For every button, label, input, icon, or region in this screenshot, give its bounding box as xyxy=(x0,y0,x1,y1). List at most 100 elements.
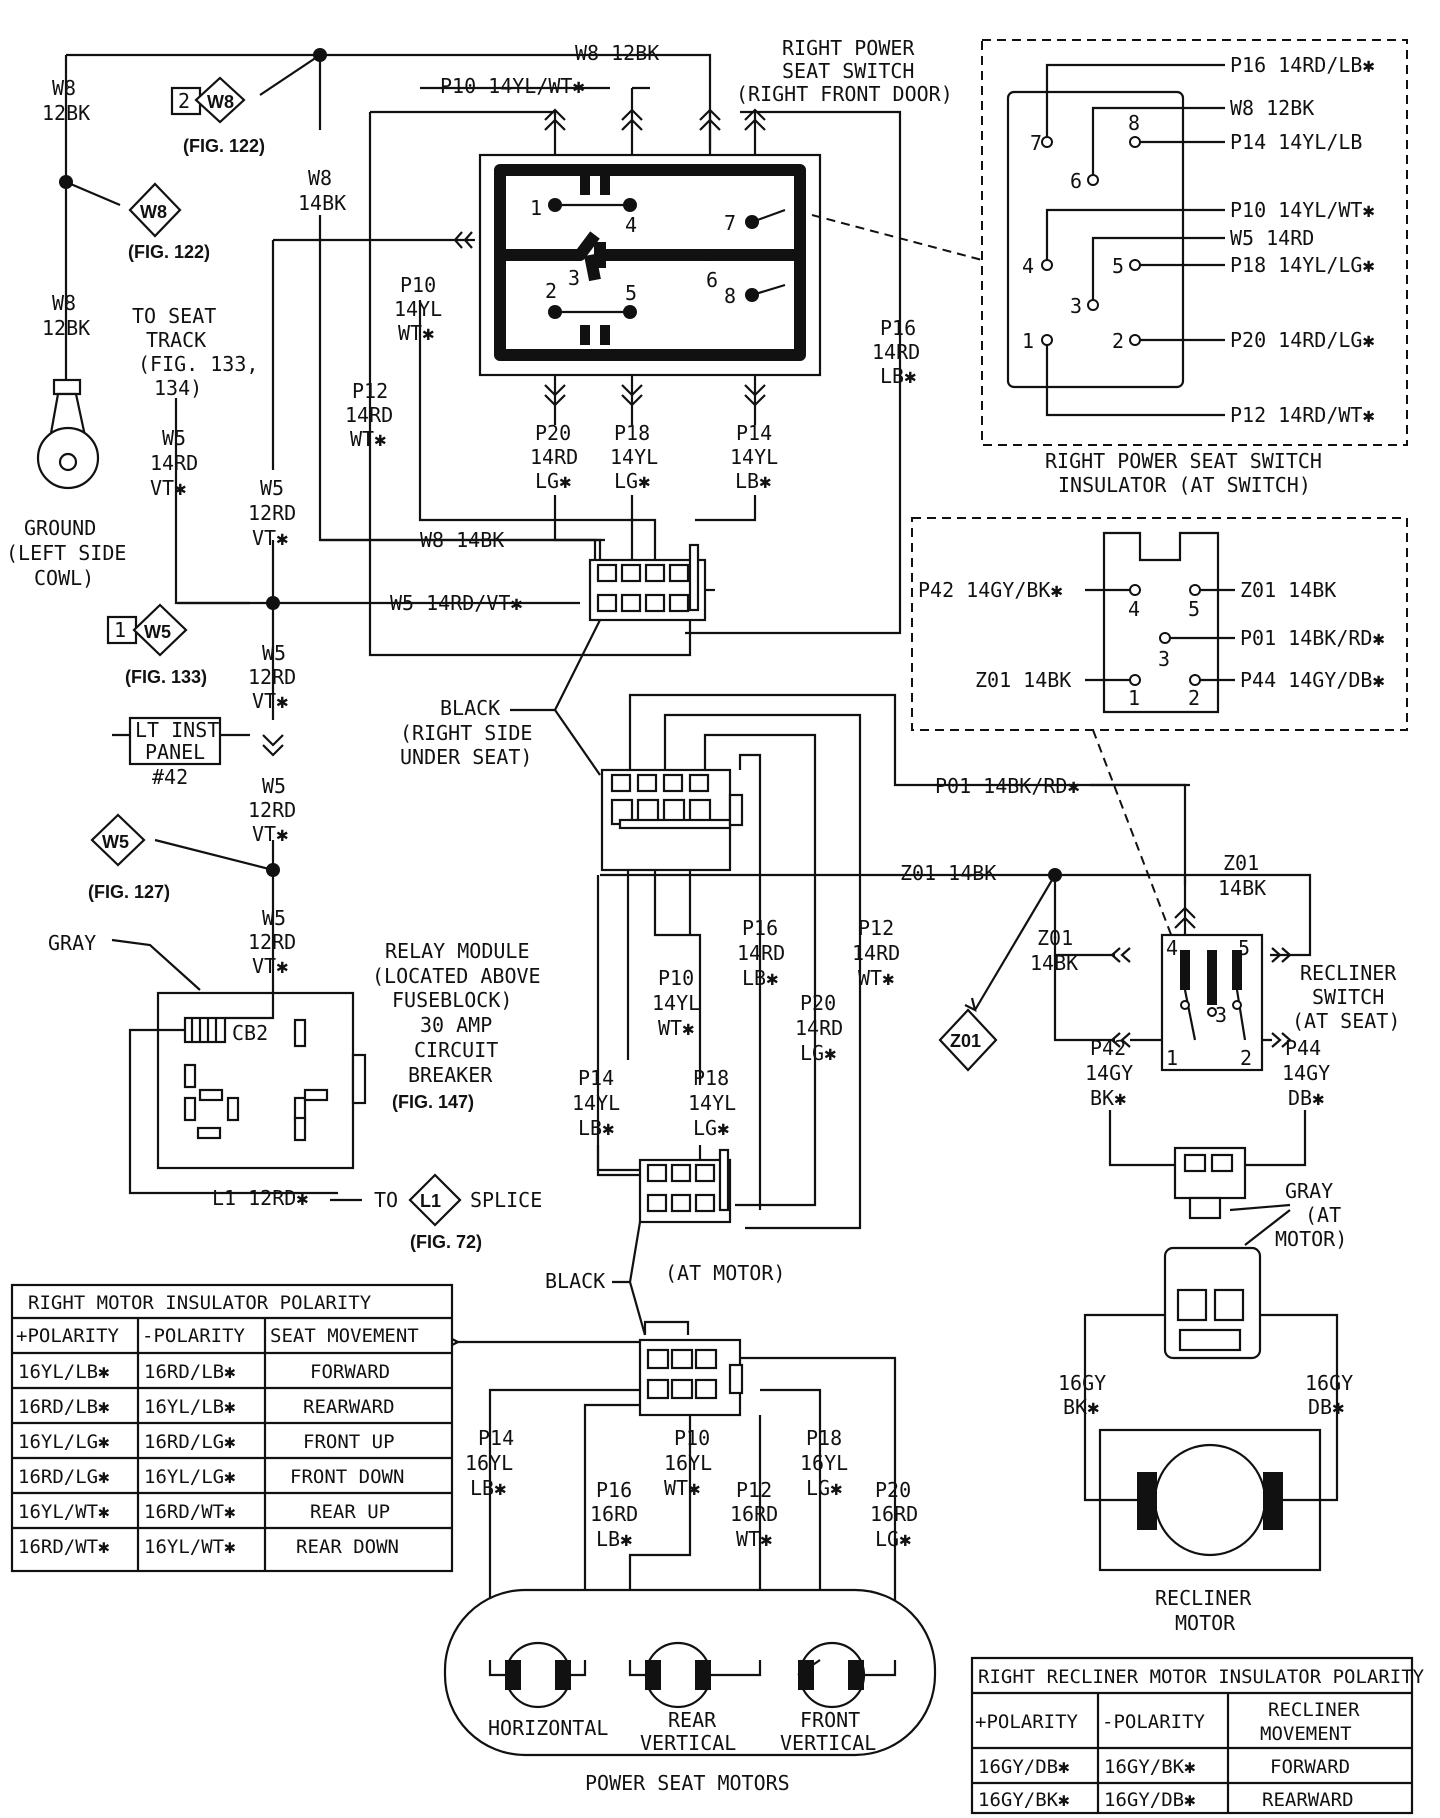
wire-label: 16YL xyxy=(800,1451,848,1475)
wire-label: P14 xyxy=(578,1066,614,1090)
wire-label: P18 xyxy=(614,421,650,445)
wire-label: P42 xyxy=(1090,1036,1126,1060)
table-cell: FORWARD xyxy=(1270,1756,1350,1778)
wire-label: W5 14RD xyxy=(1230,226,1314,250)
table-row: 16RD/LG✱ 16YL/LG✱ FRONT DOWN xyxy=(18,1466,404,1488)
table-header: RECLINER xyxy=(1268,1699,1360,1721)
pin-number: 3 xyxy=(1215,1003,1227,1027)
pin-number: 5 xyxy=(1238,936,1250,960)
right-motor-table: RIGHT MOTOR INSULATOR POLARITY +POLARITY… xyxy=(10,1283,454,1573)
table-header: -POLARITY xyxy=(1102,1711,1206,1733)
table-cell: 16YL/LG✱ xyxy=(144,1466,236,1488)
text-line: (AT xyxy=(1305,1203,1341,1227)
pin-number: 5 xyxy=(625,281,637,305)
pin-number: 2 xyxy=(545,279,557,303)
fig-ref: (FIG. 133) xyxy=(125,667,207,687)
motor-label: VERTICAL xyxy=(640,1731,736,1755)
wire-label: 16RD xyxy=(730,1502,778,1526)
wire-label: W8 12BK xyxy=(1230,96,1314,120)
ref-w8-2: 2 W8 (FIG. 122) xyxy=(170,76,265,156)
text-line: RIGHT POWER xyxy=(782,36,915,60)
table-cell: 16RD/WT✱ xyxy=(144,1501,236,1523)
fig-ref: (FIG. 122) xyxy=(183,136,265,156)
wire-label: Z01 14BK xyxy=(900,861,996,885)
black-label: BLACK xyxy=(545,1269,605,1293)
wire-label: LB✱ xyxy=(880,364,916,388)
wire-label: 14BK xyxy=(1218,876,1266,900)
text-line: 134) xyxy=(154,376,202,400)
wire-label: W5 xyxy=(262,906,286,930)
table-title: RIGHT MOTOR INSULATOR POLARITY xyxy=(28,1292,372,1314)
ref-w8-label: W8 xyxy=(140,202,167,222)
recliner-motor: 16GY BK✱ 16GY DB✱ RECLINER MOTOR xyxy=(1058,1371,1353,1635)
wire-label: 14YL xyxy=(610,445,658,469)
table-cell: REAR UP xyxy=(310,1501,390,1523)
wire-label: VT✱ xyxy=(252,526,288,550)
wire-label: LB✱ xyxy=(596,1527,632,1551)
ref-l1-label: L1 xyxy=(420,1191,441,1211)
table-cell: 16YL/WT✱ xyxy=(18,1501,110,1523)
wire-label: 12RD xyxy=(248,930,296,954)
wire-label: P10 14YL/WT✱ xyxy=(440,74,585,98)
front-vertical-motor xyxy=(797,1641,897,1709)
wire-label: P10 xyxy=(674,1426,710,1450)
wire-label: P20 xyxy=(875,1478,911,1502)
horizontal-motor xyxy=(488,1641,587,1709)
motor-label: HORIZONTAL xyxy=(488,1716,608,1740)
pin-number: 4 xyxy=(1128,597,1140,621)
table-header: MOVEMENT xyxy=(1260,1723,1352,1745)
left-labels: W8 12BK W8 12BK W8 14BK TO SEAT TRACK (F… xyxy=(6,76,346,978)
pin-number: 1 xyxy=(1128,686,1140,710)
recliner-table: RIGHT RECLINER MOTOR INSULATOR POLARITY … xyxy=(970,1656,1425,1815)
pin-number: 8 xyxy=(1128,111,1140,135)
table-row: 16RD/LB✱ 16YL/LB✱ REARWARD xyxy=(18,1396,395,1418)
table-cell: 16GY/DB✱ xyxy=(978,1756,1070,1778)
wire-label: LB✱ xyxy=(735,469,771,493)
motor-label: VERTICAL xyxy=(780,1731,876,1755)
fig-ref: (FIG. 72) xyxy=(410,1232,482,1252)
text-line: BLACK xyxy=(440,696,500,720)
wire-label: BK✱ xyxy=(1090,1086,1126,1110)
table-header: +POLARITY xyxy=(975,1711,1079,1733)
wire-label: WT✱ xyxy=(398,321,434,345)
wire-label: P14 xyxy=(478,1426,514,1450)
wire-label: W5 xyxy=(262,774,286,798)
pin-number: 2 xyxy=(1240,1046,1252,1070)
table-row: 16GY/DB✱ 16GY/BK✱ FORWARD xyxy=(978,1756,1350,1778)
wire-label: LG✱ xyxy=(806,1476,842,1500)
caption: POWER SEAT MOTORS xyxy=(585,1771,790,1795)
table-cell: 16RD/WT✱ xyxy=(18,1536,110,1558)
wire-label: P10 14YL/WT✱ xyxy=(1230,198,1375,222)
text-line: SPLICE xyxy=(470,1188,542,1212)
text-line: MOTOR) xyxy=(1275,1227,1347,1251)
wire-label: 14GY xyxy=(1085,1061,1133,1085)
table-cell: 16GY/BK✱ xyxy=(978,1789,1070,1811)
wire-label: 14RD xyxy=(852,941,900,965)
wire-label: P20 xyxy=(535,421,571,445)
middle-labels: P16 14RD LB✱ P12 14RD WT✱ P10 14YL WT✱ P… xyxy=(572,916,900,1140)
wire-label: P12 xyxy=(352,379,388,403)
text-line: TRACK xyxy=(146,328,206,352)
wire-label: W5 14RD/VT✱ xyxy=(390,591,522,615)
wire-label: Z01 xyxy=(1223,851,1259,875)
ref-z01: Z01 xyxy=(938,1008,998,1072)
pin-number: 5 xyxy=(1112,254,1124,278)
pin-number: 5 xyxy=(1188,597,1200,621)
wire-label: W8 12BK xyxy=(575,41,659,65)
ref-w8: W8 (FIG. 122) xyxy=(128,182,210,262)
wire-label: WT✱ xyxy=(736,1527,772,1551)
recliner-motor-connector: GRAY (AT MOTOR) xyxy=(1083,1146,1347,1410)
text-line: CIRCUIT xyxy=(414,1038,498,1062)
wire-label: Z01 14BK xyxy=(1240,578,1336,602)
ref-w5-label: W5 xyxy=(144,622,171,642)
wire-label: P42 14GY/BK✱ xyxy=(918,578,1063,602)
wire-label: LB✱ xyxy=(742,966,778,990)
pin-number: 4 xyxy=(1166,936,1178,960)
wire-label: BK✱ xyxy=(1063,1395,1099,1419)
motor-label: MOTOR xyxy=(1175,1611,1236,1635)
wire-label: 14RD xyxy=(150,451,198,475)
wire-label: 14RD xyxy=(872,340,920,364)
wire-label: 16GY xyxy=(1058,1371,1106,1395)
table-cell: 16RD/LB✱ xyxy=(144,1361,236,1383)
